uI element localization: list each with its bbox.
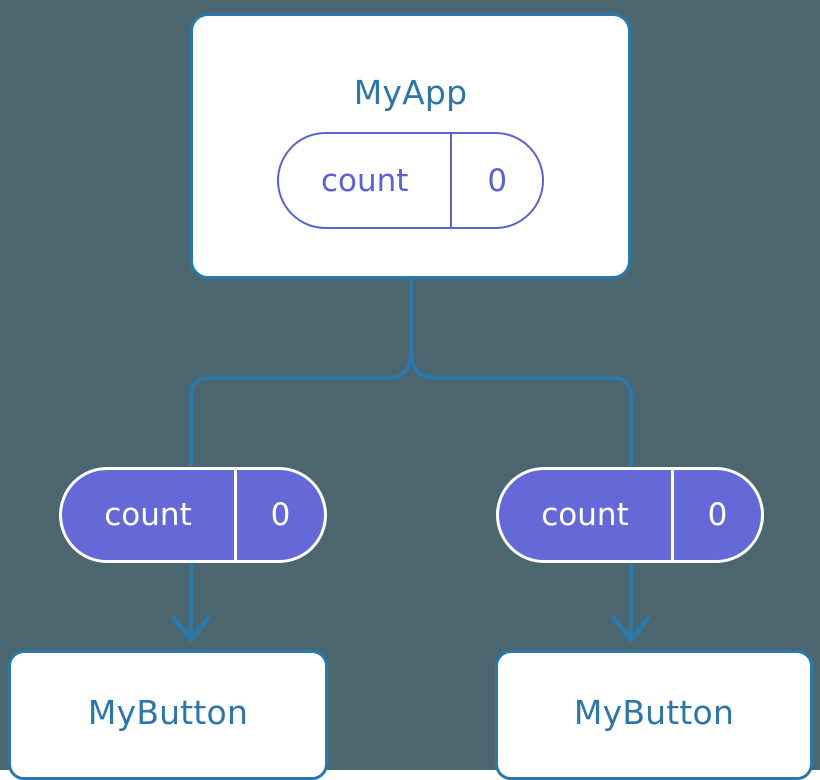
state-pill-myapp-count[interactable]: count 0 — [277, 132, 544, 229]
arrowhead-left — [171, 615, 211, 643]
component-box-mybutton-left[interactable]: MyButton — [8, 650, 328, 780]
component-title-mybutton: MyButton — [573, 693, 735, 732]
arrowhead-right — [611, 615, 651, 643]
component-title-mybutton: MyButton — [87, 693, 249, 732]
state-pill-child-left-count[interactable]: count 0 — [59, 467, 327, 563]
state-pill-value: 0 — [450, 134, 542, 227]
state-pill-value: 0 — [234, 470, 324, 560]
state-pill-key: count — [320, 162, 409, 199]
component-box-mybutton-right[interactable]: MyButton — [495, 650, 813, 780]
state-pill-key: count — [104, 497, 192, 533]
wire-branch-right — [409, 351, 633, 470]
wire-branch-left — [189, 351, 413, 470]
state-pill-key: count — [541, 497, 629, 533]
state-pill-child-right-count[interactable]: count 0 — [496, 467, 764, 563]
state-pill-value: 0 — [671, 470, 761, 560]
component-title-myapp: MyApp — [353, 73, 468, 112]
